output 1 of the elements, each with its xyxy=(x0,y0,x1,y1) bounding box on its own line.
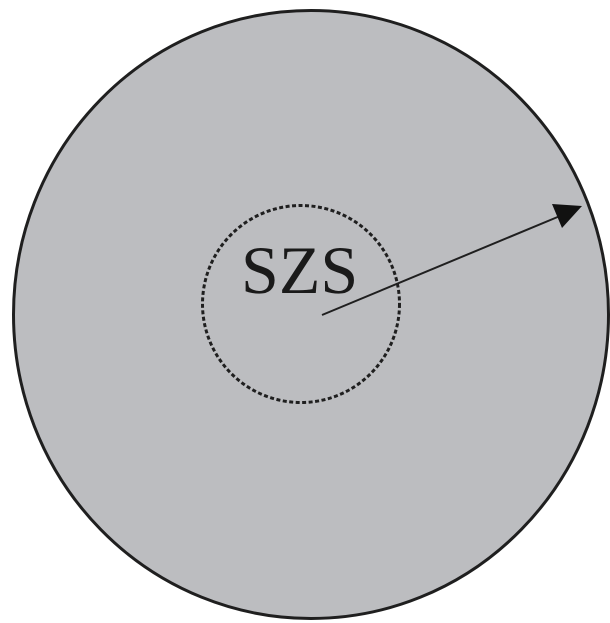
zone-label: SZS xyxy=(241,236,358,304)
